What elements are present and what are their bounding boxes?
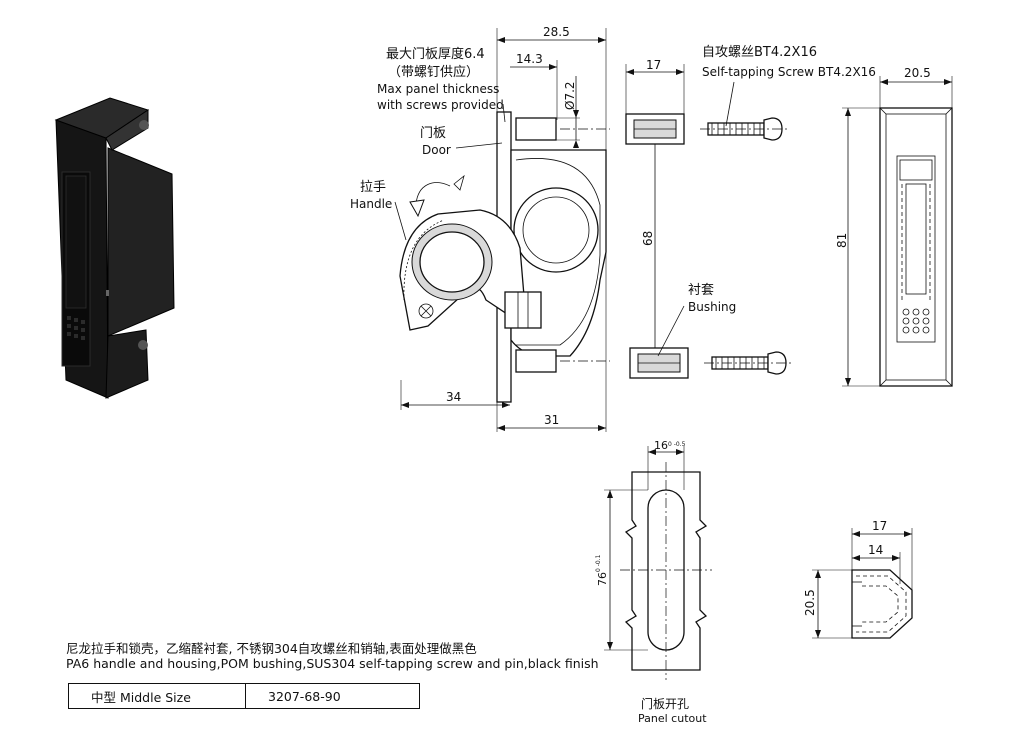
svg-text:81: 81 [835, 233, 849, 248]
dim-20-5-front: 20.5 [879, 66, 953, 108]
product-render [54, 97, 175, 399]
front-view [879, 107, 953, 387]
svg-text:17: 17 [646, 58, 661, 72]
dim-dia-7-2: Ø7.2 [556, 76, 580, 148]
screw-bottom [704, 351, 794, 375]
svg-text:14: 14 [868, 543, 883, 557]
svg-text:（带螺钉供应）: （带螺钉供应） [388, 64, 479, 80]
label-door: 门板 Door [420, 126, 503, 157]
dim-31: 31 [497, 413, 606, 431]
dim-28-5: 28.5 [497, 25, 606, 43]
svg-text:拉手: 拉手 [360, 180, 386, 195]
side-section-view [399, 28, 610, 432]
svg-text:自攻螺丝BT4.2X16: 自攻螺丝BT4.2X16 [702, 45, 817, 60]
svg-text:Door: Door [422, 143, 451, 157]
spec-table: 中型 Middle Size 3207-68-90 [68, 683, 420, 709]
svg-text:门板: 门板 [420, 126, 446, 141]
svg-text:34: 34 [446, 390, 461, 404]
label-handle: 拉手 Handle [350, 180, 407, 241]
dim-68: 68 [641, 129, 658, 361]
svg-text:17: 17 [872, 519, 887, 533]
svg-text:20.5: 20.5 [803, 589, 817, 616]
svg-text:Ø7.2: Ø7.2 [563, 81, 577, 110]
svg-text:门板开孔: 门板开孔 [641, 696, 689, 711]
dim-81: 81 [835, 107, 880, 387]
label-bushing: 衬套 Bushing [657, 282, 736, 357]
screw-top [700, 117, 790, 141]
spec-size: 中型 Middle Size [69, 684, 246, 708]
label-panel-cutout: 门板开孔 Panel cutout [638, 696, 707, 725]
svg-text:14.3: 14.3 [516, 52, 543, 66]
svg-text:Panel cutout: Panel cutout [638, 712, 707, 725]
dim-34: 34 [401, 390, 510, 408]
description-cn: 尼龙拉手和锁壳，乙缩醛衬套, 不锈钢304自攻螺丝和销轴,表面处理做黑色 [66, 641, 477, 656]
svg-text:28.5: 28.5 [543, 25, 570, 39]
svg-text:0 -0.5: 0 -0.5 [668, 441, 686, 448]
svg-text:with screws provided: with screws provided [377, 98, 504, 112]
label-max-panel: 最大门板厚度6.4 （带螺钉供应） Max panel thickness wi… [377, 46, 506, 123]
dim-14-3: 14.3 [510, 52, 558, 120]
svg-text:0 -0.1: 0 -0.1 [595, 554, 602, 572]
description-en: PA6 handle and housing,POM bushing,SUS30… [66, 656, 599, 671]
svg-text:68: 68 [641, 231, 655, 246]
svg-text:31: 31 [544, 413, 559, 427]
svg-text:Bushing: Bushing [688, 300, 736, 314]
svg-text:Max panel thickness: Max panel thickness [377, 82, 499, 96]
bushing-top: 17 [625, 58, 685, 145]
label-screw: 自攻螺丝BT4.2X16 Self-tapping Screw BT4.2X16 [702, 45, 876, 127]
svg-text:20.5: 20.5 [904, 66, 931, 80]
bushing-bottom [629, 347, 689, 379]
svg-text:Self-tapping Screw BT4.2X16: Self-tapping Screw BT4.2X16 [702, 65, 876, 79]
svg-text:衬套: 衬套 [688, 282, 714, 298]
spec-part-number: 3207-68-90 [268, 688, 341, 704]
svg-text:Handle: Handle [350, 197, 392, 211]
svg-text:16: 16 [654, 439, 668, 452]
svg-text:76: 76 [596, 572, 609, 586]
svg-text:最大门板厚度6.4: 最大门板厚度6.4 [386, 46, 485, 62]
bushing-detail: 17 14 20.5 [803, 519, 913, 639]
panel-cutout: 16 0 -0.5 76 0 -0.1 [595, 439, 712, 680]
